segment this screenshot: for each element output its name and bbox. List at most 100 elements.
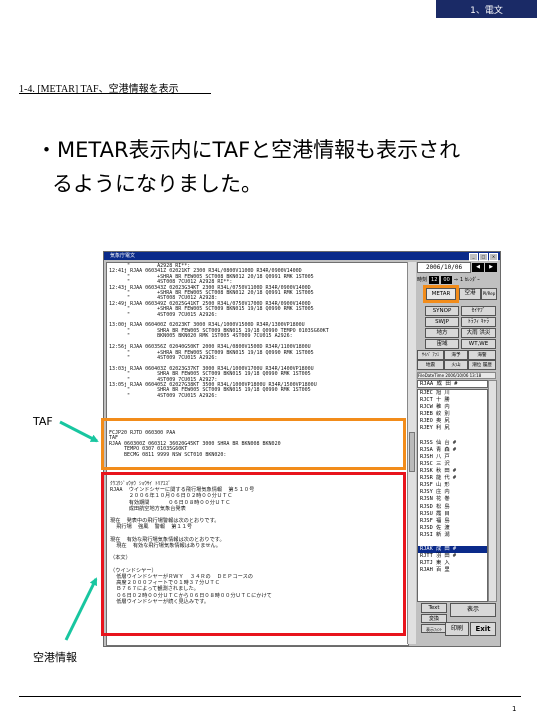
metar-line: " 4ST009 7CU015 A2926: bbox=[109, 354, 218, 361]
station-item[interactable]: RJTT 羽 田 # bbox=[420, 553, 457, 560]
station-item[interactable]: RJCW 稚 内 bbox=[420, 404, 450, 411]
time-arrow-icon[interactable]: ⇒ bbox=[453, 276, 458, 283]
close-icon[interactable]: × bbox=[489, 253, 498, 261]
time-hour[interactable]: 12 bbox=[429, 275, 440, 284]
airport-info-line: ｸｳｺｳｼﾞｮｳﾎｳ ｼｮｳｻｲ ﾄﾘｱｴｽﾞ bbox=[110, 481, 171, 487]
station-item[interactable]: RJEO 奥 尻 bbox=[420, 418, 450, 425]
metar-line: 13:00j RJAA 060400Z 02023KT 3000 R34L/10… bbox=[109, 322, 305, 329]
exit-button[interactable]: Exit bbox=[470, 622, 496, 636]
airport-info-line: 現在 発表中の飛行場警報は次のとおりです。 bbox=[110, 518, 220, 525]
maximize-icon[interactable]: □ bbox=[479, 253, 488, 261]
station-item[interactable] bbox=[420, 433, 487, 440]
station-item[interactable]: RJSD 松 島 bbox=[420, 503, 450, 510]
taf-line: TAF bbox=[109, 435, 119, 442]
airport-info-highlight-box bbox=[101, 472, 406, 636]
convert-button[interactable]: 変換 bbox=[421, 614, 447, 623]
station-item[interactable]: RJSY 庄 内 bbox=[420, 489, 450, 496]
metar-line: " 4ST008 7CU012 A2928 RI**: bbox=[109, 279, 233, 286]
font-button[interactable]: 表示ﾌｫﾝﾄ bbox=[421, 624, 447, 633]
calendar-button[interactable]: 1 ｶﾚﾝﾀﾞｰ bbox=[459, 277, 480, 283]
airport-info-line: 現在 有効な飛行場気象情報は次のとおりです。 bbox=[110, 536, 225, 543]
station-selected-field[interactable]: RJAA 成 田 # bbox=[417, 380, 488, 388]
station-item[interactable]: RJEC 旭 川 bbox=[420, 390, 450, 396]
taf-line: RJAA 060300Z 060312 36020G45KT 3000 SHRA… bbox=[109, 440, 281, 447]
date-field[interactable]: 2006/10/06 bbox=[417, 261, 471, 273]
scrollbar-thumb[interactable] bbox=[409, 432, 415, 472]
station-item[interactable]: RJAH 百 里 bbox=[420, 567, 450, 574]
time-row: 時刻 12 00 ⇒ 1 ｶﾚﾝﾀﾞｰ bbox=[417, 275, 498, 284]
seiya-button[interactable]: ｾｲﾔﾌﾞ bbox=[461, 306, 496, 316]
station-item[interactable]: RJSF 山 形 bbox=[420, 482, 450, 489]
section-title-text: 1-4. [METAR] TAF、空港情報を表示 bbox=[19, 84, 179, 95]
time-minute[interactable]: 00 bbox=[441, 275, 452, 284]
station-item[interactable]: RJSN 花 巻 bbox=[420, 496, 450, 503]
station-item[interactable]: RJSU 霞 目 bbox=[420, 510, 450, 517]
metar-line: " 4ST008 7CU012 A2928: bbox=[109, 295, 218, 302]
tide-history-button[interactable]: 潮位 履歴 bbox=[468, 360, 496, 370]
station-list-scrollbar[interactable] bbox=[488, 380, 497, 602]
heavy-rain-button[interactable]: 大雨 洪災 bbox=[461, 328, 496, 338]
taf-line: TEMPO 0307 01035G60KT bbox=[109, 446, 188, 453]
station-item[interactable]: RJSI 新 潟 bbox=[420, 531, 450, 538]
station-item[interactable]: RJTJ 東 入 bbox=[420, 560, 450, 567]
station-item[interactable]: RJEB 紋 別 bbox=[420, 411, 450, 418]
minimize-icon[interactable]: _ bbox=[469, 253, 478, 261]
next-date-icon[interactable]: ▶ bbox=[485, 262, 497, 272]
metar-line: 12:43j RJAA 060343Z 02023G34KT 2300 R34L… bbox=[109, 284, 311, 291]
station-item[interactable]: RJSS 仙 台 # bbox=[420, 439, 457, 446]
bullet-line-2: るようになりました。 bbox=[52, 172, 262, 196]
print-button[interactable]: 印刷 bbox=[445, 622, 469, 636]
pirep-button[interactable]: PI/Rep bbox=[481, 288, 497, 300]
station-item[interactable]: RJSC 三 沢 bbox=[420, 460, 450, 467]
sea-forecast-button[interactable]: 海予 bbox=[444, 350, 468, 360]
airport-button[interactable]: 空港 bbox=[459, 288, 481, 300]
taf-highlight-box bbox=[101, 418, 406, 470]
volcano-button[interactable]: 火山 bbox=[444, 360, 468, 370]
station-item[interactable]: RJSA 青 森 # bbox=[420, 446, 457, 453]
airport-info-line: Ｂ７６７によって観測されました。 bbox=[110, 586, 199, 593]
prev-date-icon[interactable]: ◀ bbox=[472, 262, 484, 272]
metar-line: 13:05j RJAA 060405Z 02027G38KT 3500 R34L… bbox=[109, 381, 317, 388]
station-item[interactable]: RJCT 十 勝 bbox=[420, 397, 450, 404]
metar-line: 12:49j RJAA 060349Z 02025G41KT 2500 R34L… bbox=[109, 300, 311, 307]
station-item[interactable]: RJSK 秋 田 # bbox=[420, 468, 457, 475]
metar-line: 12:41j RJAA 060341Z 02021KT 2300 R34L/08… bbox=[109, 268, 302, 275]
wt-we-button[interactable]: WT,WE bbox=[461, 339, 496, 349]
cyber-button[interactable]: ｻｲﾊﾞ ｱﾌﾐ bbox=[417, 350, 444, 360]
metar-line: " 4ST009 7CU015 A2926: bbox=[109, 311, 218, 318]
footer-rule bbox=[19, 696, 521, 697]
airport-info-arrow bbox=[64, 577, 98, 641]
display-button[interactable]: 表示 bbox=[450, 603, 496, 617]
airport-info-line: ２００６年１０月０６日０２時００分ＵＴＣ bbox=[110, 493, 233, 500]
control-panel: 2006/10/06 ◀ ▶ 時刻 12 00 ⇒ 1 ｶﾚﾝﾀﾞｰ METAR… bbox=[417, 261, 498, 644]
metar-line: " +SHRA BR FEW005 SCT008 BKN012 20/18 Q0… bbox=[109, 290, 314, 297]
metar-button[interactable]: METAR bbox=[426, 288, 456, 300]
text-pane-scrollbar[interactable] bbox=[407, 262, 416, 644]
station-item[interactable]: RJAK 成 田 # bbox=[418, 546, 487, 554]
metar-line: " A2928 RI**: bbox=[109, 263, 191, 269]
station-item[interactable]: RJSR 能 代 # bbox=[420, 475, 457, 482]
station-item[interactable]: RJSH 八 戸 bbox=[420, 453, 450, 460]
message-text-pane[interactable]: " A2928 RI**:12:41j RJAA 060341Z 02021KT… bbox=[106, 262, 409, 646]
chapter-tab: 1、電文 bbox=[436, 0, 537, 18]
sea-warning-button[interactable]: 海警 bbox=[468, 350, 496, 360]
swjp-button[interactable]: SWJP bbox=[425, 317, 459, 327]
station-item[interactable]: RJEY 利 尻 bbox=[420, 425, 450, 432]
airport-info-line: 成田航空地方気象台発表 bbox=[110, 505, 186, 512]
traffic-button[interactable]: ﾄﾗﾌｨ ｷｬﾗ bbox=[461, 317, 496, 327]
window-controls: _ □ × bbox=[469, 253, 498, 261]
station-item[interactable] bbox=[420, 539, 487, 546]
earthquake-button[interactable]: 地震 bbox=[417, 360, 444, 370]
airport-info-line: 飛行場 強風 警報 第１１号 bbox=[110, 524, 193, 531]
metar-line: " +SHRA BR FEW005 SCT008 BKN012 20/18 Q0… bbox=[109, 273, 314, 280]
metar-text-block: " A2928 RI**:12:41j RJAA 060341Z 02021KT… bbox=[109, 263, 405, 399]
text-button[interactable]: Text bbox=[421, 603, 447, 613]
airspace-button[interactable]: 宙域 bbox=[425, 339, 459, 349]
station-item[interactable]: RJSD 佐 渡 bbox=[420, 524, 450, 531]
metar-line: " 4ST009 7CU015 A2927: bbox=[109, 376, 218, 383]
synop-button[interactable]: SYNOP bbox=[425, 306, 459, 316]
station-item[interactable]: RJSF 福 島 bbox=[420, 517, 450, 524]
regional-button[interactable]: 地方 bbox=[425, 328, 459, 338]
